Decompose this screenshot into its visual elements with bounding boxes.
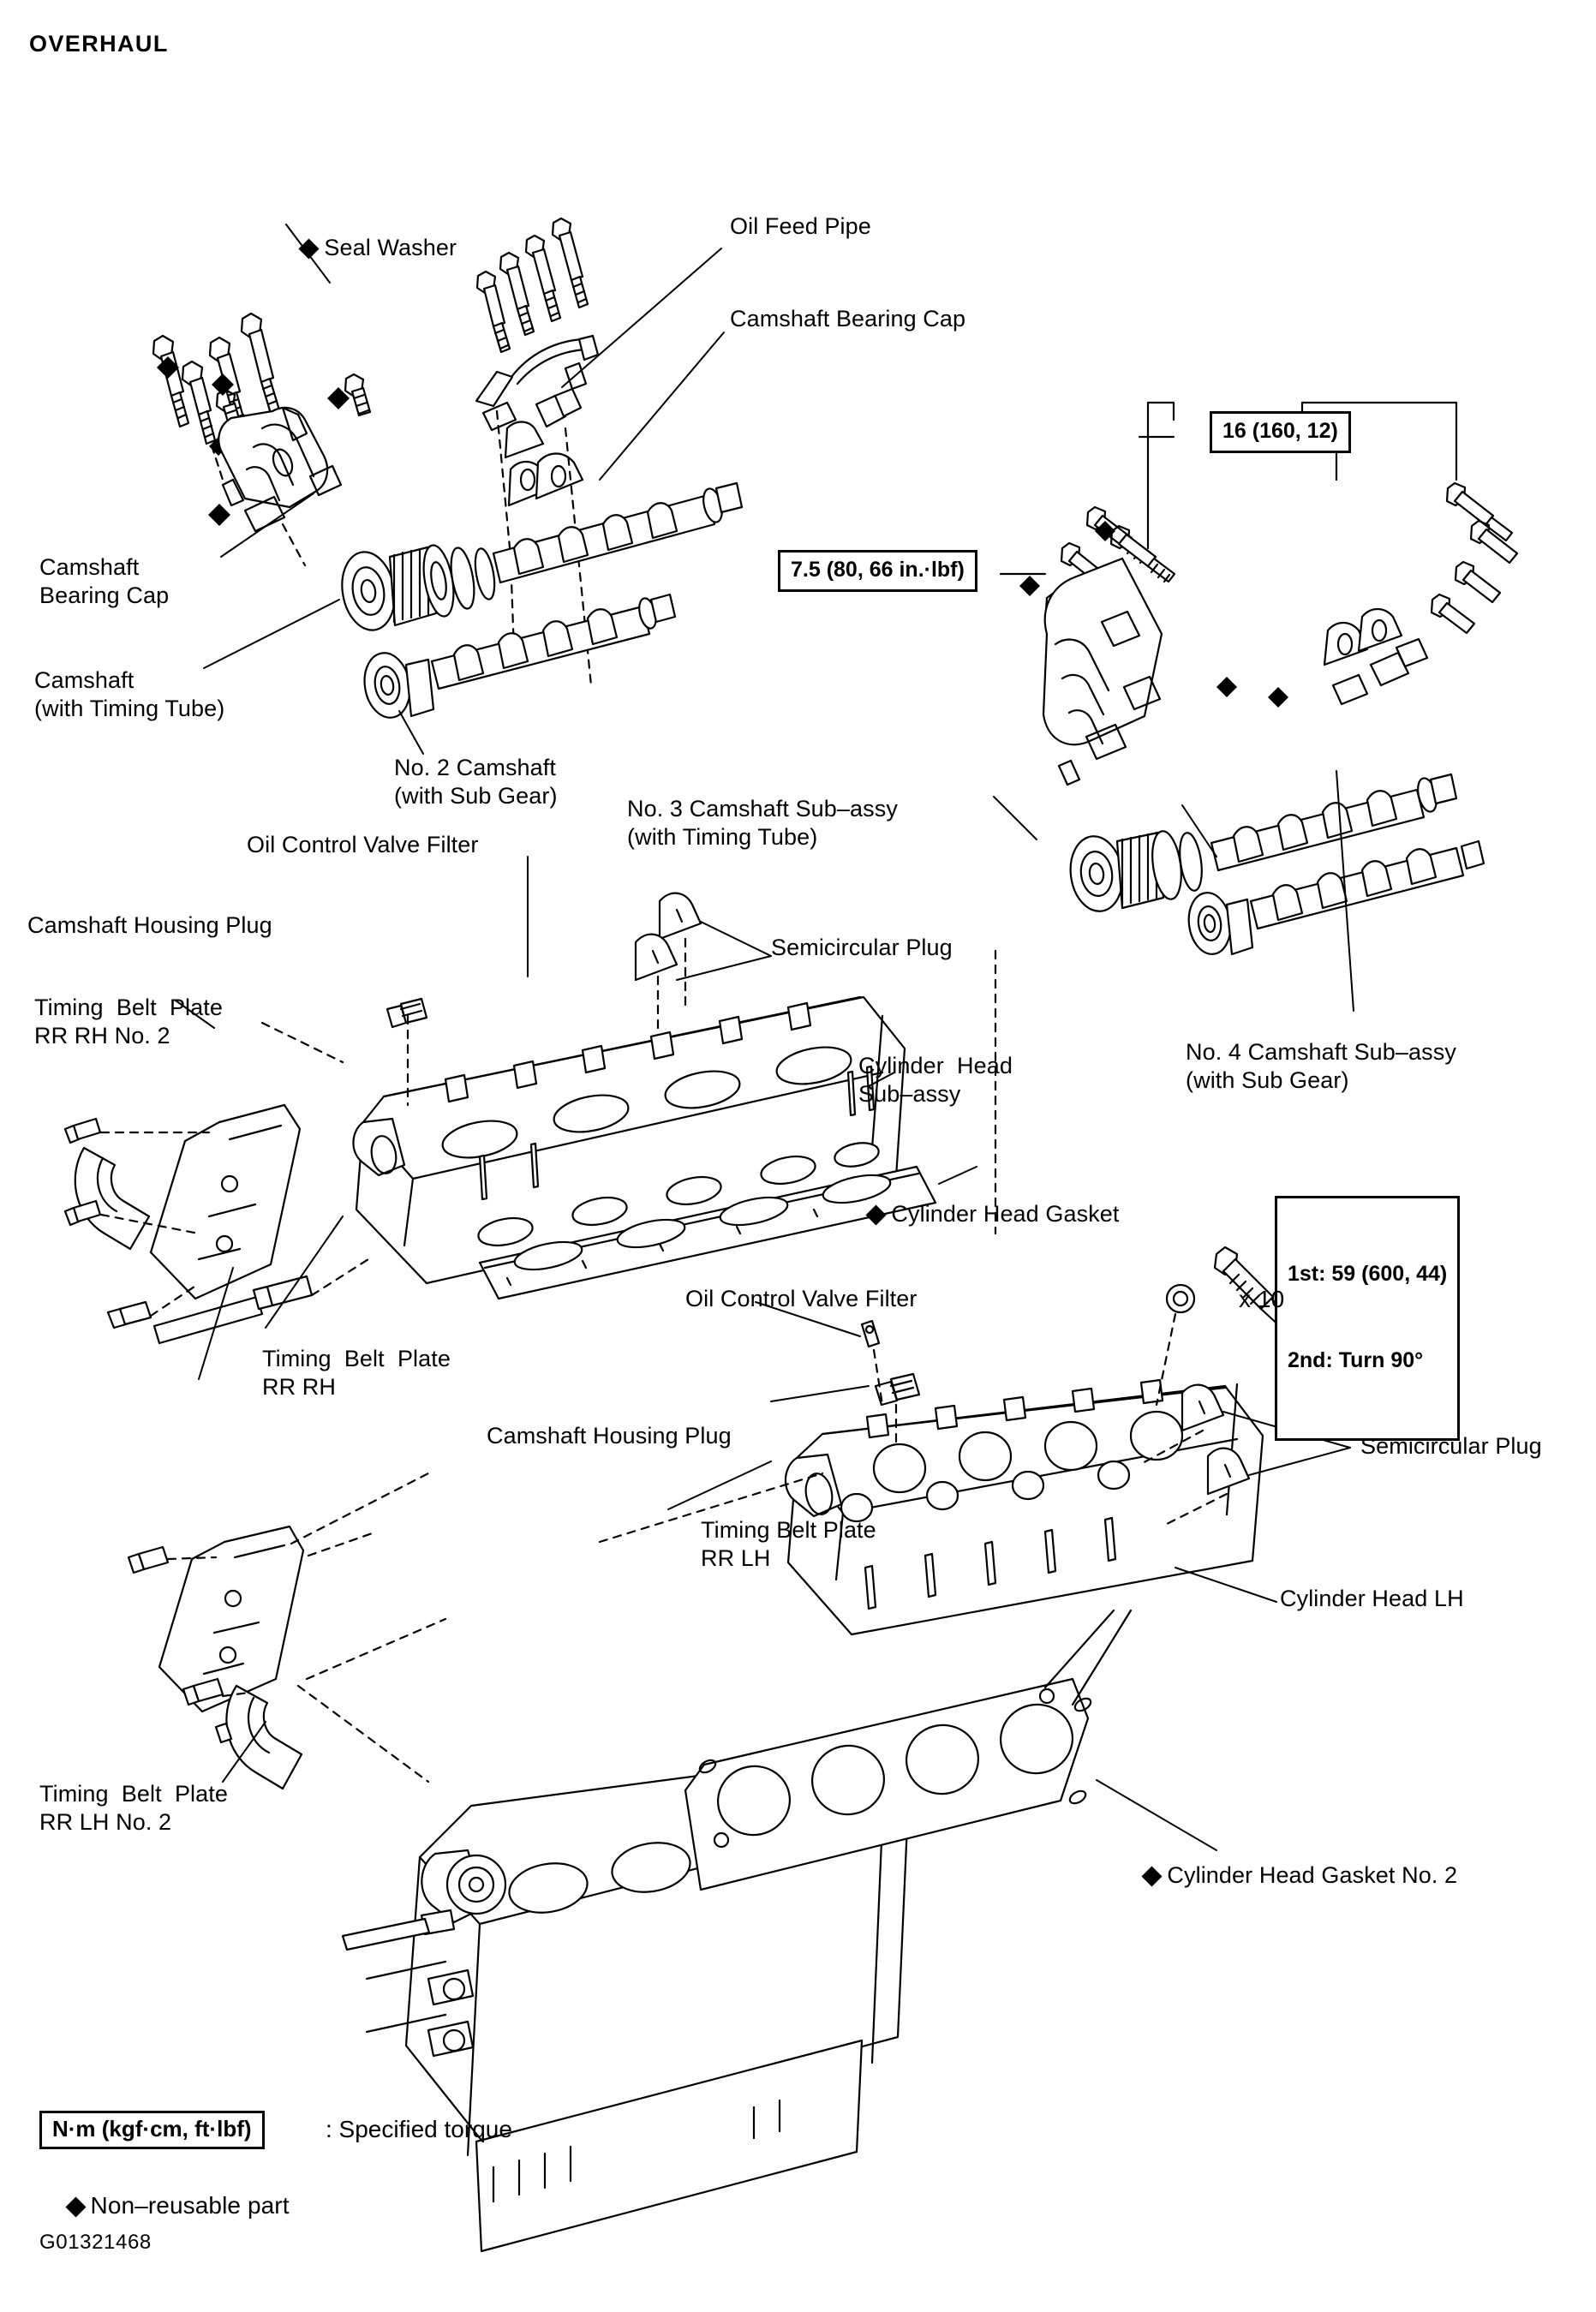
callout-cylinder-head-gasket: Cylinder Head Gasket — [843, 1172, 1120, 1257]
callout-oil-control-valve-filter-lower: Oil Control Valve Filter — [685, 1286, 918, 1311]
callout-camshaft-with-timing-tube: Camshaft (with Timing Tube) — [34, 667, 225, 721]
figure-id: G01321468 — [39, 2231, 152, 2254]
callout-camshaft-housing-plug-lower: Camshaft Housing Plug — [487, 1423, 732, 1449]
non-reusable-diamond-icon — [65, 2196, 87, 2218]
callout-cylinder-head-sub-assy: Cylinder Head Sub–assy — [858, 1053, 1013, 1107]
torque-spec-camshaft-bearing-cap: 16 (160, 12) — [1210, 411, 1351, 453]
callout-no4-camshaft-sub-assy: No. 4 Camshaft Sub–assy (with Sub Gear) — [1186, 1039, 1456, 1093]
callout-oil-feed-pipe: Oil Feed Pipe — [730, 213, 871, 239]
callout-camshaft-housing-plug-upper: Camshaft Housing Plug — [27, 912, 272, 938]
callout-no2-camshaft: No. 2 Camshaft (with Sub Gear) — [394, 755, 558, 809]
page-title: OVERHAUL — [29, 31, 169, 57]
callout-timing-belt-plate-rr-rh: Timing Belt Plate RR RH — [262, 1346, 451, 1400]
callout-oil-control-valve-filter-upper: Oil Control Valve Filter — [247, 832, 479, 857]
non-reusable-diamond-icon — [865, 1204, 887, 1226]
legend-torque-units-desc: : Specified torque — [326, 2116, 512, 2142]
callout-cylinder-head-gasket-no2: Cylinder Head Gasket No. 2 — [1119, 1833, 1457, 1918]
callout-semicircular-plug-upper: Semicircular Plug — [771, 935, 953, 960]
non-reusable-diamond-icon — [298, 238, 320, 260]
callout-timing-belt-plate-rr-lh: Timing Belt Plate RR LH — [701, 1517, 876, 1571]
torque-spec-cylinder-head-bolts: 1st: 59 (600, 44) 2nd: Turn 90° — [1275, 1196, 1461, 1441]
torque-line-1: 1st: 59 (600, 44) — [1288, 1261, 1448, 1286]
callout-seal-washer: Seal Washer — [276, 206, 457, 290]
non-reusable-diamond-icon — [1141, 1866, 1163, 1887]
callout-no3-camshaft-sub-assy: No. 3 Camshaft Sub–assy (with Timing Tub… — [627, 796, 898, 850]
legend-torque-units-box: N·m (kgf·cm, ft·lbf) — [39, 2111, 265, 2149]
callout-camshaft-bearing-cap: Camshaft Bearing Cap — [39, 554, 170, 608]
legend-non-reusable: Non–reusable part — [41, 2162, 290, 2249]
callout-camshaft-bearing-cap-top: Camshaft Bearing Cap — [730, 306, 966, 332]
quantity-note-cylinder-head-bolts: x 10 — [1239, 1286, 1285, 1312]
torque-spec-oil-feed-pipe: 7.5 (80, 66 in.·lbf) — [778, 550, 977, 592]
callout-timing-belt-plate-rr-rh-no2: Timing Belt Plate RR RH No. 2 — [34, 995, 223, 1048]
callout-timing-belt-plate-rr-lh-no2: Timing Belt Plate RR LH No. 2 — [39, 1781, 228, 1835]
torque-line-2: 2nd: Turn 90° — [1288, 1347, 1424, 1372]
callout-cylinder-head-lh: Cylinder Head LH — [1280, 1586, 1464, 1611]
